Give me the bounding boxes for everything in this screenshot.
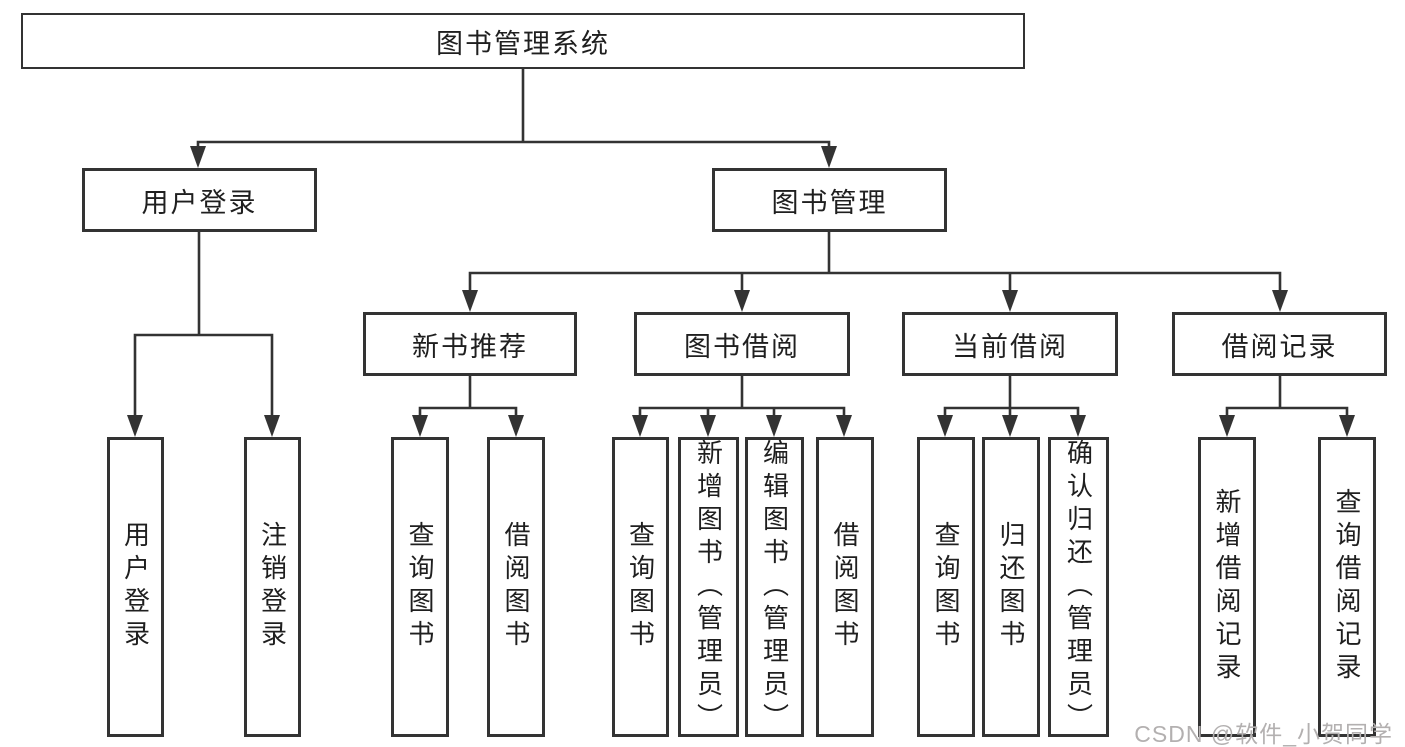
node-current-borrowing: 当前借阅	[902, 312, 1118, 376]
leaf-query-books-recommend: 查询图书	[391, 437, 449, 737]
leaf-borrow-books: 借阅图书	[816, 437, 874, 737]
csdn-watermark: CSDN @软件_小贺同学	[1134, 721, 1393, 747]
node-new-book-recommend: 新书推荐	[363, 312, 577, 376]
leaf-logout: 注销登录	[244, 437, 301, 737]
leaf-query-books-borrowing: 查询图书	[612, 437, 669, 737]
leaf-query-borrow-record: 查询借阅记录	[1318, 437, 1376, 737]
leaf-add-borrow-record: 新增借阅记录	[1198, 437, 1256, 737]
leaf-confirm-return-admin: 确认归还（管理员）	[1048, 437, 1109, 737]
leaf-return-book: 归还图书	[982, 437, 1040, 737]
node-library-management-system: 图书管理系统	[21, 13, 1025, 69]
node-book-borrowing: 图书借阅	[634, 312, 850, 376]
leaf-add-book-admin: 新增图书（管理员）	[678, 437, 739, 737]
leaf-user-login: 用户登录	[107, 437, 164, 737]
leaf-edit-book-admin: 编辑图书（管理员）	[745, 437, 804, 737]
node-user-login: 用户登录	[82, 168, 317, 232]
leaf-borrow-books-recommend: 借阅图书	[487, 437, 545, 737]
leaf-query-books-current: 查询图书	[917, 437, 975, 737]
node-book-management: 图书管理	[712, 168, 947, 232]
node-borrowing-records: 借阅记录	[1172, 312, 1387, 376]
